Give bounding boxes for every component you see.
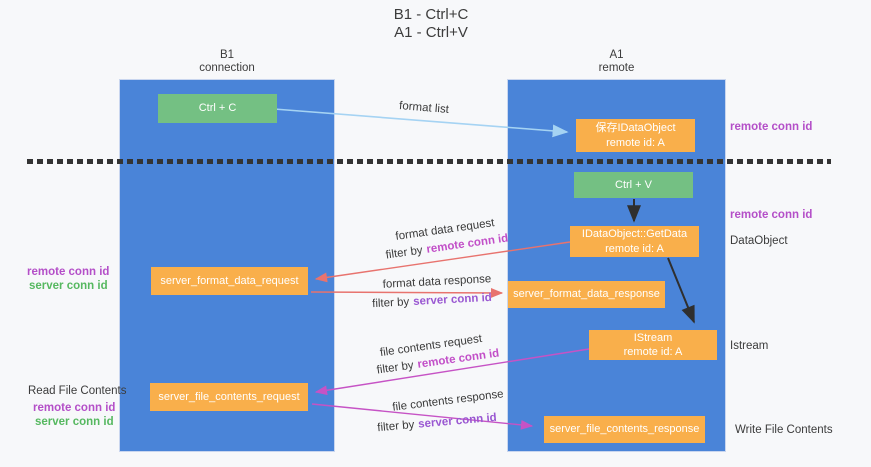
title-line-2: A1 - Ctrl+V: [394, 24, 468, 42]
node-istream-line2: remote id: A: [623, 346, 683, 358]
node-save-idataobject-line2: remote id: A: [606, 136, 665, 149]
annotation-dataobject: DataObject: [730, 235, 788, 247]
node-server-format-data-response: server_format_data_response: [508, 281, 665, 308]
annotation-remote-conn-id-top: remote conn id: [730, 121, 813, 133]
arrow-format-data-response: [310, 288, 504, 298]
lane-a1-title: A1: [609, 49, 624, 61]
annotation-istream: Istream: [730, 340, 769, 352]
arrow-file-contents-request: [314, 348, 590, 396]
node-ctrl-c: Ctrl + C: [158, 94, 277, 123]
node-save-idataobject: 保存IDataObject remote id: A: [576, 119, 695, 152]
arrow-getdata-to-istream: [667, 257, 695, 324]
node-istream-line1: IStream: [633, 331, 673, 344]
lane-header-a1: A1 remote: [507, 49, 726, 75]
arrow-file-contents-response: [311, 403, 534, 430]
filter-by-text: filter by: [371, 296, 410, 311]
node-server-file-contents-response: server_file_contents_response: [544, 416, 705, 443]
lane-header-b1: B1 connection: [119, 49, 335, 75]
arrow-format-data-request: [314, 241, 571, 283]
node-ctrl-v: Ctrl + V: [574, 172, 693, 198]
annotation-remote-conn-id-left: remote conn id: [27, 266, 110, 278]
annotation-server-conn-id-bottom: server conn id: [35, 416, 114, 428]
lane-a1-subtitle: remote: [598, 62, 635, 75]
node-format-response-label: server_format_data_response: [513, 288, 660, 301]
title-line-1: B1 - Ctrl+C: [393, 6, 469, 23]
node-file-response-label: server_file_contents_response: [549, 423, 700, 436]
node-ctrl-c-label: Ctrl + C: [198, 102, 237, 115]
node-server-file-contents-request: server_file_contents_request: [150, 383, 308, 411]
node-server-format-data-request: server_format_data_request: [151, 267, 308, 295]
machine-boundary-dashed-line: [27, 159, 831, 164]
node-format-request-label: server_format_data_request: [160, 274, 299, 287]
node-file-request-label: server_file_contents_request: [158, 390, 300, 403]
annotation-server-conn-id-left: server conn id: [29, 280, 108, 292]
annotation-remote-conn-id-mid: remote conn id: [730, 209, 813, 221]
node-idataobject-getdata: IDataObject::GetData remote id: A: [570, 226, 699, 257]
node-getdata-line2: remote id: A: [605, 242, 664, 255]
node-getdata-line1: IDataObject::GetData: [581, 228, 688, 241]
annotation-write-file-contents: Write File Contents: [735, 424, 833, 436]
node-save-idataobject-line1: 保存IDataObject: [595, 122, 676, 135]
annotation-read-file-contents: Read File Contents: [28, 385, 127, 397]
node-ctrl-v-label: Ctrl + V: [615, 178, 652, 191]
annotation-remote-conn-id-bottom: remote conn id: [33, 402, 116, 414]
arrow-format-list: [273, 108, 569, 138]
lane-b1-title: B1: [219, 49, 235, 61]
diagram-title: B1 - Ctrl+C A1 - Ctrl+V: [281, 6, 581, 43]
lane-b1-subtitle: connection: [199, 62, 255, 75]
node-istream: IStream remote id: A: [589, 330, 717, 360]
